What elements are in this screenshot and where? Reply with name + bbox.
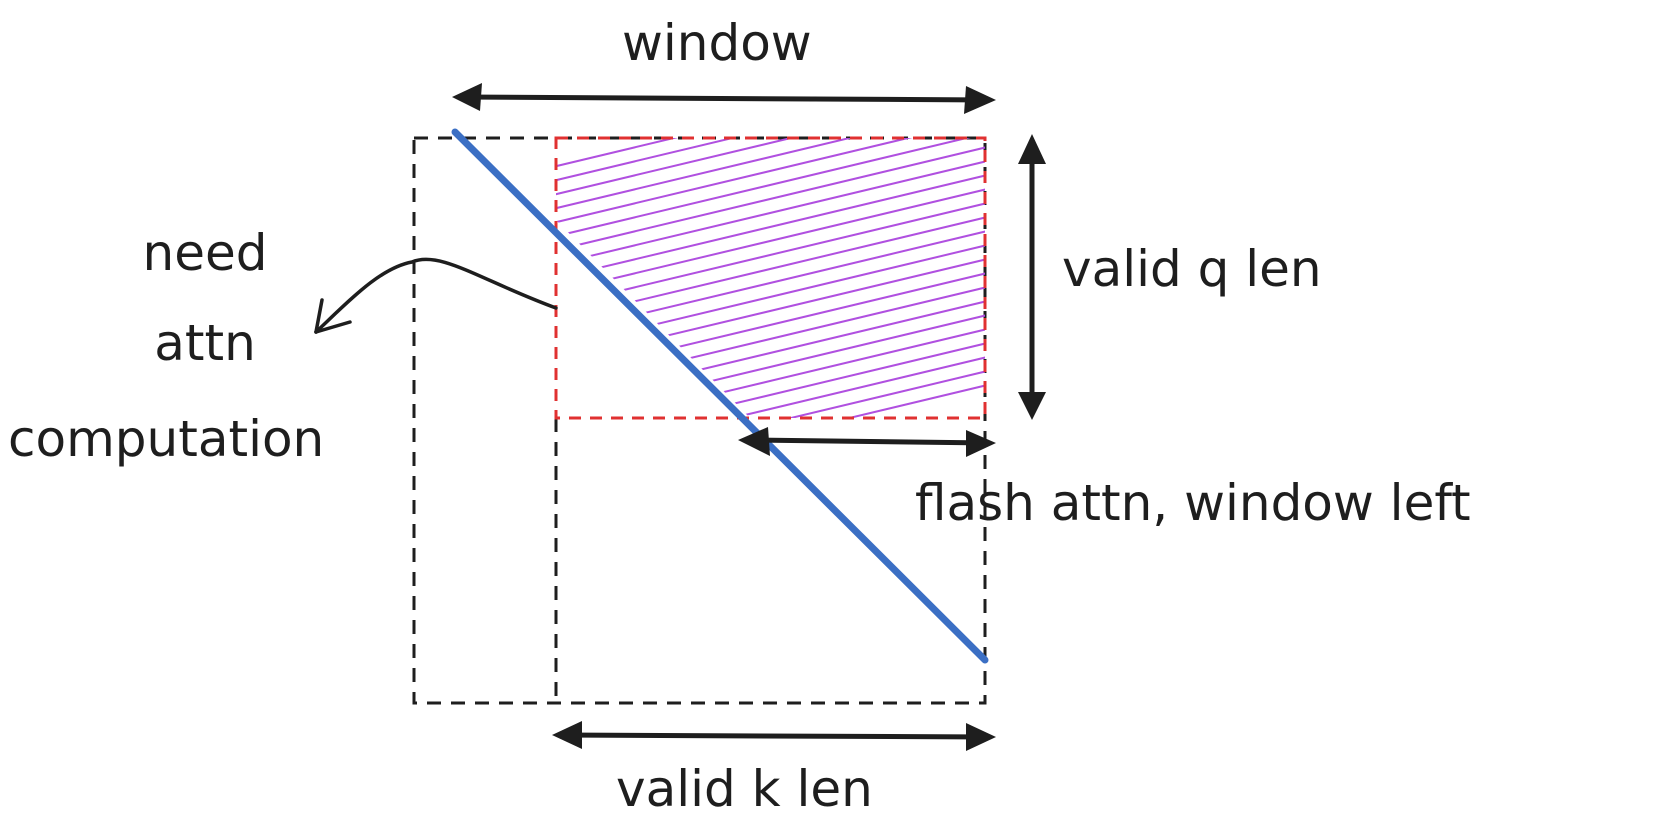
hatch-line (556, 185, 985, 297)
need-label: need (142, 224, 268, 282)
hatch-line (556, 157, 985, 269)
hatch-line (556, 297, 985, 409)
diagonal-line (451, 128, 989, 664)
hatch-line (556, 381, 985, 418)
hatch-line (556, 138, 985, 171)
hatch-line (556, 353, 985, 418)
hatch-line (556, 311, 985, 418)
hatch-line (556, 138, 985, 227)
hatch-line (556, 138, 985, 241)
flash-attn-window-left-label: flash attn, window left (915, 474, 1471, 532)
hatch-line (556, 171, 985, 283)
hatch-line (556, 283, 985, 395)
red-dashed-box (554, 136, 987, 420)
valid-q-len-label: valid q len (1062, 240, 1322, 298)
hatch-line (556, 367, 985, 418)
window-left-arrow (738, 427, 996, 457)
hatch-line (556, 213, 985, 325)
valid-q-len-arrow (1018, 134, 1046, 420)
hatch-line (556, 255, 985, 367)
outer-dashed-box (412, 136, 987, 705)
hatched-valid-region (556, 138, 985, 418)
hatch-line (556, 199, 985, 311)
window-label: window (622, 14, 812, 72)
hatch-line (556, 138, 985, 213)
hatch-line (556, 339, 985, 418)
valid-k-len-label: valid k len (616, 760, 873, 818)
computation-label: computation (8, 410, 325, 468)
hatch-line (556, 143, 985, 255)
hatch-line (556, 138, 985, 199)
need-attn-pointer-arrow (314, 257, 558, 334)
hatch-line (556, 241, 985, 353)
window-arrow (452, 83, 996, 114)
valid-k-len-arrow (552, 721, 996, 751)
hatch-line (556, 138, 985, 185)
attn-label: attn (154, 314, 256, 372)
